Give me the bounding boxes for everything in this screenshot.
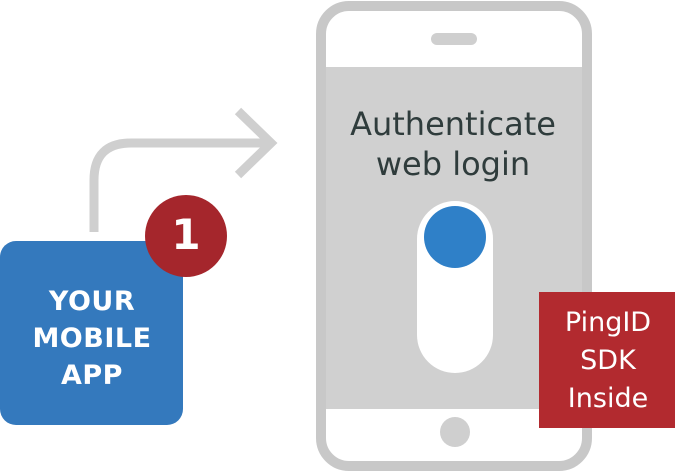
sdk-label-line2: SDK: [580, 345, 636, 376]
sdk-label: PingID SDK Inside: [540, 304, 676, 418]
sdk-box: [539, 292, 675, 428]
screen-message: Authenticate web login: [322, 104, 584, 184]
app-tile-label: YOUR MOBILE APP: [6, 283, 178, 394]
flow-arrow: [89, 107, 278, 232]
phone-speaker: [431, 33, 477, 45]
toggle-knob[interactable]: [424, 206, 486, 268]
app-tile-line3: APP: [61, 360, 123, 391]
notification-badge-count: 1: [171, 210, 201, 259]
app-tile: [0, 241, 183, 425]
phone: [316, 1, 592, 471]
app-tile-line1: YOUR: [48, 286, 136, 317]
notification-badge: [145, 195, 227, 277]
screen-message-line2: web login: [375, 145, 531, 183]
sdk-label-line3: Inside: [567, 383, 649, 414]
phone-home-button: [440, 417, 470, 447]
screen-message-line1: Authenticate: [350, 105, 556, 143]
app-tile-line2: MOBILE: [32, 323, 152, 354]
sdk-label-line1: PingID: [564, 307, 652, 338]
